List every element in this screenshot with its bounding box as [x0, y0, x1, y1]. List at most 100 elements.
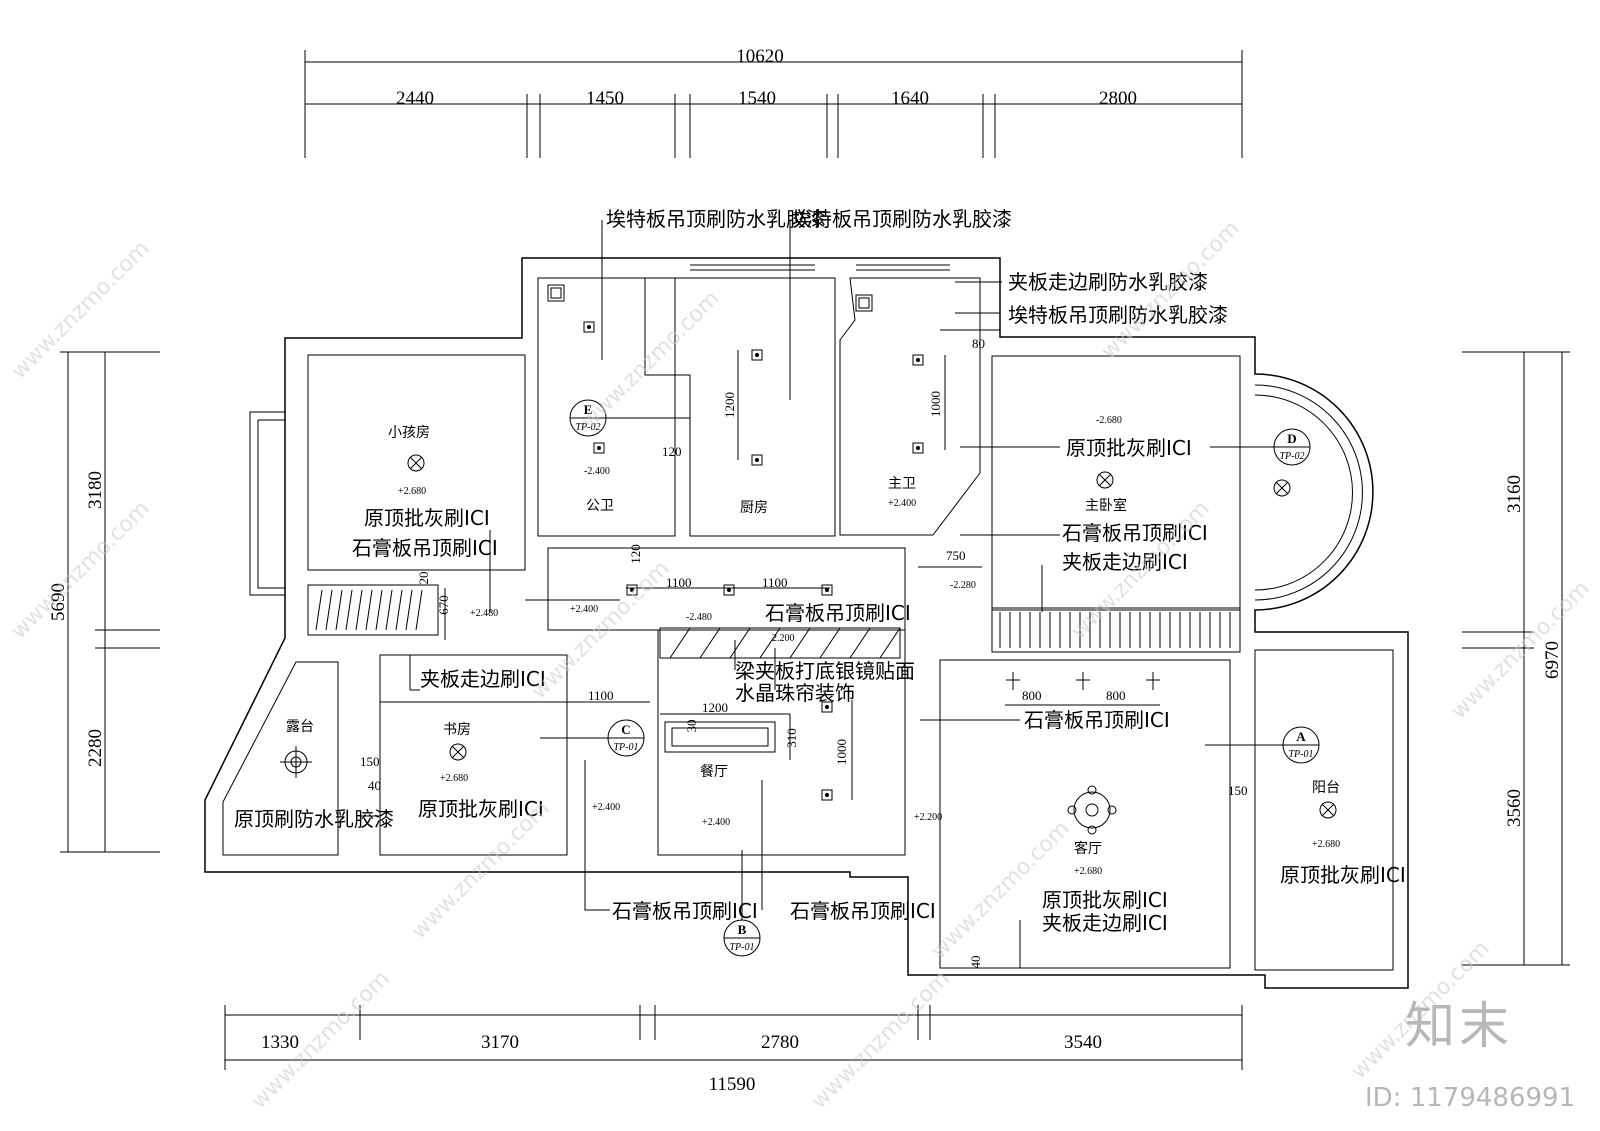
top-dim-3: 1540	[738, 88, 776, 109]
section-mark-b: B TP-01	[723, 850, 761, 957]
inner-dim: 80	[972, 336, 985, 351]
downlight-icon	[751, 454, 763, 466]
section-letter: C	[621, 722, 630, 737]
annotation-kids-original: 原顶批灰刷ICI	[364, 506, 490, 530]
annotation-top-b: 埃特板吊顶刷防水乳胶漆	[792, 207, 1012, 231]
inner-dim: 20	[416, 572, 431, 585]
section-mark-c: C TP-01	[540, 719, 645, 757]
room-public-bath: 公卫	[586, 498, 614, 514]
inner-dim: 1100	[666, 575, 692, 590]
room-labels: 小孩房 公卫 厨房 主卫 主卧室 露台 书房 餐厅 客厅 阳台	[286, 425, 1340, 857]
exhaust-fan-icon	[547, 284, 565, 302]
right-dimensions: 3160 3560 6970	[1462, 351, 1570, 966]
top-total-dim: 10620	[736, 46, 784, 67]
inner-dim: 750	[946, 548, 966, 563]
inner-dim: 30	[684, 720, 699, 733]
annotation-beam-mirror: 梁夹板打底银镜贴面	[735, 659, 915, 683]
ceiling-lamp-icon	[449, 743, 467, 761]
left-dim-2: 2280	[85, 729, 106, 767]
ceiling-lamp-icon	[1319, 801, 1337, 819]
annotation-terrace-original: 原顶刷防水乳胶漆	[234, 807, 394, 831]
level-mark: 2.200	[772, 633, 795, 644]
inner-dim: 800	[1022, 688, 1042, 703]
level-mark: +2.400	[702, 817, 730, 828]
inner-dim: 40	[968, 956, 983, 969]
inner-dim: 1200	[722, 392, 737, 418]
image-id: ID: 1179486991	[1365, 1083, 1576, 1113]
inner-dim: 40	[368, 778, 381, 793]
left-total-dim: 5690	[48, 583, 69, 621]
section-ref: TP-02	[576, 422, 601, 433]
section-letter: E	[584, 402, 593, 417]
right-dim-1: 3160	[1504, 475, 1525, 513]
spotlight-icon	[1146, 672, 1160, 690]
right-total-dim: 6970	[1542, 641, 1563, 679]
section-mark-e: E TP-02	[569, 399, 690, 437]
left-dim-1: 3180	[85, 471, 106, 509]
top-dim-2: 1450	[586, 88, 624, 109]
inner-dim: 120	[662, 444, 682, 459]
annotation-master-gypsum: 石膏板吊顶刷ICI	[1062, 521, 1208, 545]
level-mark: +2.680	[398, 486, 426, 497]
annotation-study-plywood: 夹板走边刷ICI	[420, 667, 546, 691]
level-mark: +2.200	[914, 812, 942, 823]
ceiling-lamp-icon	[407, 454, 425, 472]
brand-logo: 知末	[1405, 997, 1513, 1055]
bottom-dim-3: 2780	[761, 1032, 799, 1053]
annotation-living-gypsum: 石膏板吊顶刷ICI	[1024, 708, 1170, 732]
bottom-total-dim: 11590	[709, 1074, 756, 1095]
level-mark: +2.480	[470, 608, 498, 619]
top-dimensions: 10620 2440 1450 1540 1640 2800	[304, 46, 1243, 158]
room-kids: 小孩房	[388, 425, 430, 441]
level-mark: -2.400	[584, 466, 610, 477]
room-terrace: 露台	[286, 719, 314, 735]
watermark-site: www.znzmo.com	[7, 496, 155, 644]
room-living: 客厅	[1074, 840, 1102, 857]
annotation-master-plywood: 夹板走边刷ICI	[1062, 550, 1188, 574]
top-dim-4: 1640	[891, 88, 929, 109]
inner-dimensions: 1200 1000 120 120 1100 1100 750 80 670 2…	[360, 336, 1248, 969]
downlight-icon	[912, 354, 924, 366]
light-fixtures	[280, 284, 1337, 835]
exhaust-fan-icon	[855, 294, 873, 312]
room-master-bath: 主卫	[888, 476, 916, 492]
downlight-icon	[912, 442, 924, 454]
crystal-curtain-box	[664, 721, 776, 753]
right-dim-2: 3560	[1504, 789, 1525, 827]
bottom-dim-4: 3540	[1064, 1032, 1102, 1053]
top-dim-1: 2440	[396, 88, 434, 109]
section-ref: TP-02	[1280, 451, 1305, 462]
ceiling-lamp-icon	[1273, 479, 1291, 497]
ceiling-lamp-icon	[1096, 471, 1114, 489]
inner-dim: 800	[1106, 688, 1126, 703]
level-mark: +2.680	[1074, 866, 1102, 877]
bottom-dim-2: 3170	[481, 1032, 519, 1053]
inner-dim: 150	[1228, 783, 1248, 798]
watermark-site: www.znzmo.com	[1447, 576, 1595, 724]
top-dim-5: 2800	[1099, 88, 1137, 109]
level-mark: -2.480	[686, 612, 712, 623]
left-dimensions: 5690 3180 2280	[48, 351, 160, 853]
level-mark: +2.400	[570, 604, 598, 615]
level-mark: +2.680	[440, 773, 468, 784]
chandelier-icon	[1067, 785, 1117, 835]
inner-dim: 120	[628, 544, 643, 564]
downlight-icon	[626, 584, 638, 596]
annotation-balcony-original: 原顶批灰刷ICI	[1280, 863, 1406, 887]
section-ref: TP-01	[730, 942, 755, 953]
level-mark: -2.680	[1096, 415, 1122, 426]
level-mark: +2.680	[1312, 839, 1340, 850]
spotlight-icon	[1076, 672, 1090, 690]
annotations: 埃特板吊顶刷防水乳胶漆 埃特板吊顶刷防水乳胶漆 夹板走边刷防水乳胶漆 埃特板吊顶…	[234, 207, 1406, 935]
section-letter: A	[1296, 729, 1306, 744]
level-mark: +2.400	[592, 802, 620, 813]
watermark-site: www.znzmo.com	[577, 286, 725, 434]
inner-dim: 1000	[928, 391, 943, 417]
downlight-icon	[593, 442, 605, 454]
bottom-dimensions: 1330 3170 2780 3540 11590	[224, 1005, 1243, 1095]
inner-dim: 310	[784, 728, 799, 748]
watermark-site: www.znzmo.com	[807, 966, 955, 1114]
section-mark-d: D TP-02	[1210, 428, 1311, 466]
inner-dim: 1100	[762, 575, 788, 590]
